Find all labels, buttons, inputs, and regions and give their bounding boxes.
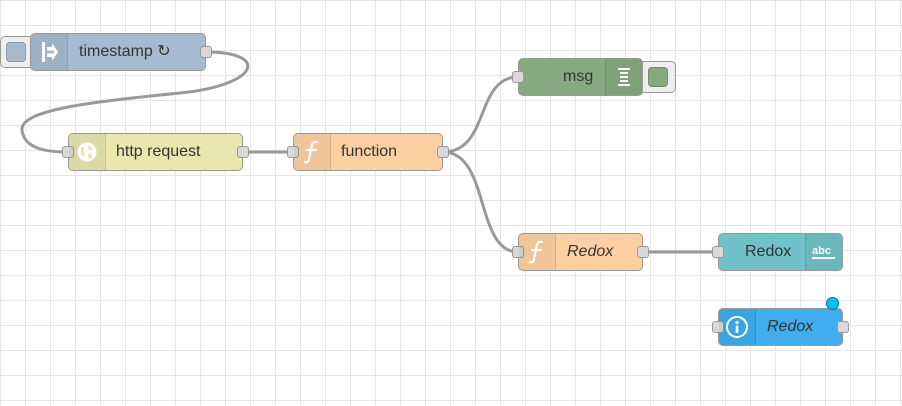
arrow-in-icon xyxy=(31,34,68,70)
node-label: timestamp ↻ xyxy=(79,43,171,60)
function-icon xyxy=(519,234,556,270)
function-icon xyxy=(294,134,331,170)
debug-toggle-indicator xyxy=(648,67,668,87)
output-port[interactable] xyxy=(637,246,649,258)
inject-trigger-button[interactable] xyxy=(0,36,32,68)
node-redox-template[interactable]: Redox abc xyxy=(712,233,843,271)
info-icon xyxy=(719,309,756,345)
input-port[interactable] xyxy=(712,321,724,333)
node-label: msg xyxy=(563,68,594,85)
input-port[interactable] xyxy=(712,246,724,258)
input-port[interactable] xyxy=(62,146,74,158)
output-port[interactable] xyxy=(437,146,449,158)
node-timestamp[interactable]: timestamp ↻ xyxy=(30,33,212,71)
input-port[interactable] xyxy=(512,71,524,83)
node-changed-indicator xyxy=(826,297,839,310)
output-port[interactable] xyxy=(200,46,212,58)
abc-icon: abc xyxy=(805,234,842,270)
output-port[interactable] xyxy=(837,321,849,333)
input-port[interactable] xyxy=(287,146,299,158)
node-label: Redox xyxy=(567,243,614,260)
node-label: Redox xyxy=(745,243,792,260)
node-msg[interactable]: msg xyxy=(512,58,643,96)
node-redox-status[interactable]: Redox xyxy=(712,308,849,346)
svg-text:abc: abc xyxy=(812,245,831,257)
wire-timestamp-to-http-request[interactable] xyxy=(20,50,250,154)
node-label: function xyxy=(341,143,398,160)
node-label: http request xyxy=(116,143,201,160)
node-http-request[interactable]: http request xyxy=(62,133,249,171)
output-port[interactable] xyxy=(237,146,249,158)
inject-trigger-indicator xyxy=(6,42,26,62)
wire-function-to-redox-function[interactable] xyxy=(442,150,519,254)
wire-function-to-msg[interactable] xyxy=(442,75,519,154)
node-function[interactable]: function xyxy=(287,133,449,171)
debug-list-icon xyxy=(605,59,642,95)
globe-icon xyxy=(69,134,106,170)
debug-toggle-button[interactable] xyxy=(641,61,676,93)
node-label: Redox xyxy=(767,318,814,335)
input-port[interactable] xyxy=(512,246,524,258)
node-redox-function[interactable]: Redox xyxy=(512,233,649,271)
